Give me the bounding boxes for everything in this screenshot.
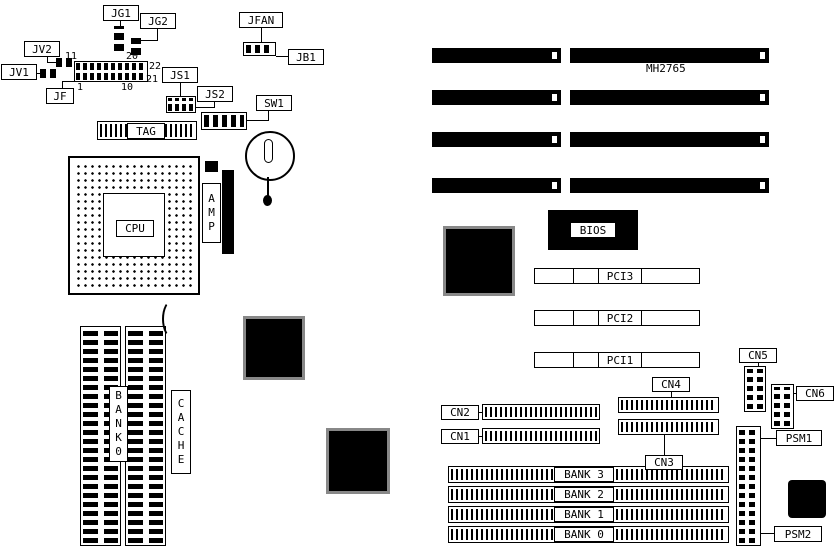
cn4-connector bbox=[618, 397, 719, 413]
pin-number-11: 11 bbox=[65, 51, 78, 62]
speaker-element bbox=[264, 139, 273, 163]
jg2-leader-line-v bbox=[157, 29, 158, 41]
jg2-label: JG2 bbox=[140, 13, 176, 29]
psm1-leader-line bbox=[761, 438, 776, 439]
isa-slot-3-right bbox=[570, 132, 769, 147]
cpu-label: CPU bbox=[116, 220, 154, 237]
pci1-label: PCI1 bbox=[598, 352, 642, 368]
board-part-number: MH2765 bbox=[646, 62, 686, 75]
bank1-label: BANK 1 bbox=[554, 507, 614, 522]
jv2-leader-line-h bbox=[47, 62, 56, 63]
sw1-dip-switch bbox=[201, 112, 247, 130]
cn2-leader-line bbox=[479, 412, 482, 413]
jv1-jumper bbox=[40, 69, 57, 78]
group-bracket bbox=[162, 300, 182, 338]
speaker-lead bbox=[267, 177, 269, 197]
jv2-leader-line-v bbox=[47, 57, 48, 63]
pin-number-21: 21 bbox=[146, 74, 159, 85]
isa-slot-1-right bbox=[570, 48, 769, 63]
cn1-label: CN1 bbox=[441, 429, 479, 444]
keyboard-connector bbox=[788, 480, 826, 518]
front-panel-header bbox=[74, 61, 148, 82]
cn2-label: CN2 bbox=[441, 405, 479, 420]
js2-label: JS2 bbox=[197, 86, 233, 102]
jv2-jumper bbox=[56, 58, 73, 67]
psm2-leader-line bbox=[761, 533, 774, 534]
js1-leader-line bbox=[180, 83, 181, 96]
amp-regulator bbox=[222, 170, 234, 254]
bios-label: BIOS bbox=[570, 222, 616, 238]
jf-leader-line-v bbox=[62, 81, 63, 88]
cn5-header bbox=[744, 366, 766, 412]
pin-number-1: 1 bbox=[77, 82, 84, 93]
pci2-label: PCI2 bbox=[598, 310, 642, 326]
pin-number-20: 20 bbox=[126, 51, 139, 62]
cn3-connector bbox=[618, 419, 719, 435]
cn1-connector bbox=[482, 428, 600, 444]
pin-number-10: 10 bbox=[121, 82, 134, 93]
tag-label: TAG bbox=[127, 123, 165, 139]
bank0-column-label: BANK0 bbox=[109, 386, 128, 462]
sw1-leader-line-v bbox=[268, 111, 269, 121]
cn3-label: CN3 bbox=[645, 455, 683, 470]
cn2-connector bbox=[482, 404, 600, 420]
isa-slot-2-left bbox=[432, 90, 561, 105]
jb1-label: JB1 bbox=[288, 49, 324, 65]
js1-label: JS1 bbox=[162, 67, 198, 83]
jg1-label: JG1 bbox=[103, 5, 139, 21]
pci3-label: PCI3 bbox=[598, 268, 642, 284]
amp-label: AMP bbox=[202, 183, 221, 243]
cn6-header bbox=[771, 384, 794, 429]
chipset-ic-3 bbox=[326, 428, 390, 494]
jfan-label: JFAN bbox=[239, 12, 283, 28]
bank0-label: BANK 0 bbox=[554, 527, 614, 542]
sw1-leader-line-h bbox=[247, 120, 269, 121]
bank2-label: BANK 2 bbox=[554, 487, 614, 502]
js2-leader-line-v bbox=[214, 102, 215, 108]
jfan-connector bbox=[243, 42, 276, 56]
cn6-leader-line bbox=[794, 393, 796, 394]
jv1-leader-line bbox=[37, 73, 40, 74]
cache-column-label: CACHE bbox=[171, 390, 191, 474]
cn4-leader-line bbox=[671, 392, 672, 397]
cn4-label: CN4 bbox=[652, 377, 690, 392]
jv1-label: JV1 bbox=[1, 64, 37, 80]
psm2-label: PSM2 bbox=[774, 526, 822, 542]
chipset-ic-2 bbox=[243, 316, 305, 380]
jg1-jumper bbox=[114, 26, 124, 51]
jf-leader-line-h bbox=[62, 81, 75, 82]
chipset-ic-1 bbox=[443, 226, 515, 296]
cn3-leader-line bbox=[664, 435, 665, 455]
cn1-leader-line bbox=[479, 436, 482, 437]
js2-leader-line-h bbox=[196, 107, 215, 108]
jv2-label: JV2 bbox=[24, 41, 60, 57]
isa-slot-4-left bbox=[432, 178, 561, 193]
power-connector-strip bbox=[736, 426, 761, 546]
jg2-leader-line-h bbox=[141, 40, 158, 41]
amp-capacitor bbox=[205, 161, 218, 172]
psm1-label: PSM1 bbox=[776, 430, 822, 446]
jfan-leader-line bbox=[261, 28, 262, 42]
jg1-leader-line bbox=[120, 21, 121, 26]
pin-number-22: 22 bbox=[149, 61, 162, 72]
sw1-label: SW1 bbox=[256, 95, 292, 111]
speaker-cap bbox=[263, 195, 272, 206]
isa-slot-3-left bbox=[432, 132, 561, 147]
bank3-label: BANK 3 bbox=[554, 467, 614, 482]
isa-slot-1-left bbox=[432, 48, 561, 63]
jg2-jumper bbox=[131, 38, 141, 55]
jb1-leader-line bbox=[276, 56, 288, 57]
cache-column-socket bbox=[125, 326, 166, 546]
isa-slot-2-right bbox=[570, 90, 769, 105]
cn6-label: CN6 bbox=[796, 386, 834, 401]
cn5-leader-line bbox=[758, 363, 759, 366]
js1-header bbox=[166, 96, 196, 113]
jf-label: JF bbox=[46, 88, 74, 104]
isa-slot-4-right bbox=[570, 178, 769, 193]
cn5-label: CN5 bbox=[739, 348, 777, 363]
